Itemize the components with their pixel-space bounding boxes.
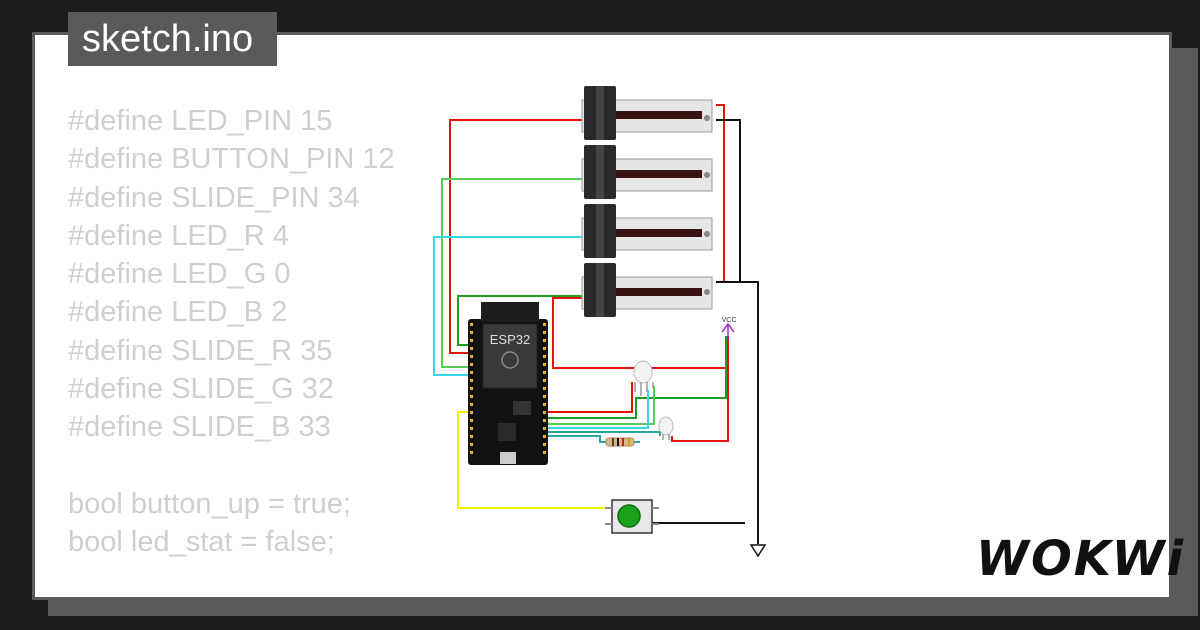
usb-port [500, 452, 516, 464]
wire-cyan [433, 236, 582, 376]
code-line: #define LED_PIN 15 [68, 105, 333, 137]
wire-light-green [441, 178, 582, 368]
slide-potentiometer[interactable] [581, 204, 713, 258]
slide-potentiometer[interactable] [581, 145, 713, 199]
wire-black [716, 281, 759, 544]
code-line: #define LED_B 2 [68, 296, 288, 329]
esp32-board[interactable]: ESP32 [468, 302, 548, 465]
wire-red [552, 297, 729, 369]
wire-cyan [547, 390, 649, 429]
pin-header-left [470, 323, 473, 454]
code-line: #define LED_R 4 [68, 219, 289, 252]
ground-symbol [749, 544, 767, 558]
code-line: bool button_up = true; [68, 487, 351, 520]
wire-black [716, 119, 741, 282]
vcc-symbol: VCC [721, 317, 737, 340]
wire-light-green [547, 386, 655, 425]
resistor [605, 437, 635, 447]
rgb-led[interactable] [633, 360, 654, 396]
wire-teal [547, 431, 661, 436]
push-button[interactable] [605, 499, 659, 534]
wire-red [547, 382, 633, 413]
code-line: #define SLIDE_PIN 34 [68, 181, 360, 214]
code-line: #define SLIDE_G 32 [68, 373, 335, 406]
slide-potentiometer[interactable] [581, 263, 713, 317]
code-line: #define LED_G 0 [68, 258, 291, 291]
code-line: #define SLIDE_B 33 [68, 411, 331, 444]
slide-potentiometers [581, 86, 713, 317]
code-line: bool led_stat = false; [68, 526, 335, 559]
wokwi-logo: WOKWi [976, 531, 1186, 587]
wire-red [716, 104, 725, 282]
file-tab[interactable]: sketch.ino [68, 12, 278, 66]
code-editor: #define LED_PIN 15 #define BUTTON_PIN 12… [68, 102, 395, 562]
wire-green [547, 336, 727, 419]
wifi-icon [501, 351, 519, 369]
wire-yellow [457, 411, 612, 509]
code-line: #define SLIDE_R 35 [68, 334, 333, 367]
wire-green [457, 295, 582, 346]
wires [433, 104, 759, 544]
vcc-label: VCC [722, 317, 737, 324]
board-label: ESP32 [490, 332, 530, 347]
code-line: #define BUTTON_PIN 12 [68, 143, 395, 176]
pin-header-right [543, 323, 546, 454]
slide-potentiometer[interactable] [581, 86, 713, 140]
led[interactable] [658, 416, 674, 440]
wire-red [671, 368, 729, 442]
